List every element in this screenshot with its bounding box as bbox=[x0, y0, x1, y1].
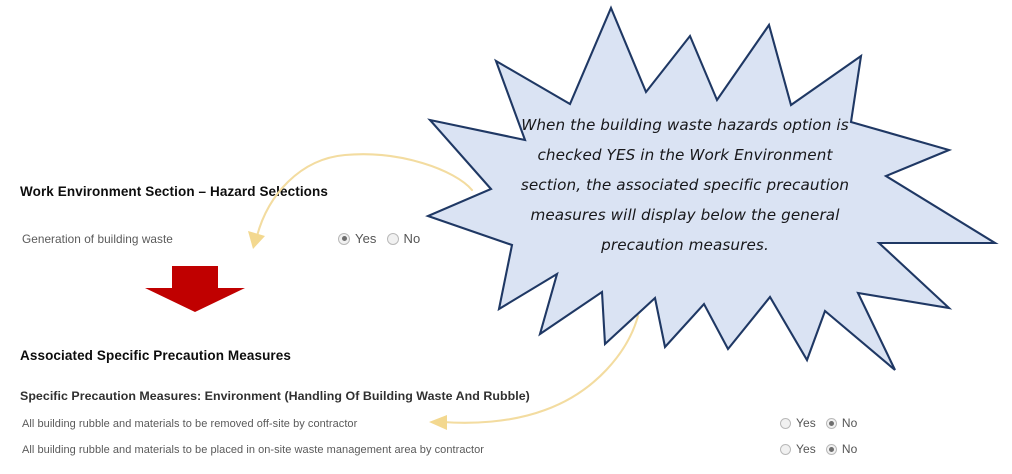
radio-label-yes: Yes bbox=[796, 442, 816, 456]
hazard-section-heading: Work Environment Section – Hazard Select… bbox=[20, 184, 328, 199]
radio-label-yes: Yes bbox=[796, 416, 816, 430]
radio-button-yes-icon[interactable] bbox=[338, 232, 350, 245]
precaution-measure-1-option-yes[interactable]: Yes bbox=[780, 416, 816, 430]
hazard-row-radio-group[interactable]: Yes No bbox=[338, 231, 420, 246]
precaution-measure-1-radio-group[interactable]: Yes No bbox=[780, 416, 857, 430]
radio-button-no-icon[interactable] bbox=[825, 417, 837, 429]
radio-label-no: No bbox=[403, 231, 421, 246]
precaution-subsection-heading: Specific Precaution Measures: Environmen… bbox=[20, 389, 530, 403]
hazard-row-option-no[interactable]: No bbox=[386, 231, 421, 246]
red-down-arrow-icon bbox=[145, 266, 245, 312]
radio-label-yes: Yes bbox=[355, 231, 377, 246]
radio-button-yes-icon[interactable] bbox=[780, 443, 791, 455]
radio-button-yes-icon[interactable] bbox=[780, 417, 791, 429]
precaution-measure-2-option-yes[interactable]: Yes bbox=[780, 442, 816, 456]
precaution-measure-1-option-no[interactable]: No bbox=[825, 416, 858, 430]
hazard-row-label: Generation of building waste bbox=[22, 232, 173, 246]
radio-button-no-icon[interactable] bbox=[825, 443, 837, 455]
callout-text: When the building waste hazards option i… bbox=[520, 116, 850, 254]
precaution-measure-1-label: All building rubble and materials to be … bbox=[22, 418, 358, 430]
precaution-section-heading: Associated Specific Precaution Measures bbox=[20, 348, 292, 363]
callout-arrow-bottom-icon bbox=[429, 314, 640, 430]
hazard-row-option-yes[interactable]: Yes bbox=[338, 231, 377, 246]
precaution-measure-2-option-no[interactable]: No bbox=[825, 442, 858, 456]
radio-label-no: No bbox=[841, 416, 858, 430]
radio-label-no: No bbox=[841, 442, 858, 456]
precaution-measure-2-label: All building rubble and materials to be … bbox=[22, 444, 485, 456]
radio-button-no-icon[interactable] bbox=[386, 232, 399, 245]
precaution-measure-2-radio-group[interactable]: Yes No bbox=[780, 442, 857, 456]
